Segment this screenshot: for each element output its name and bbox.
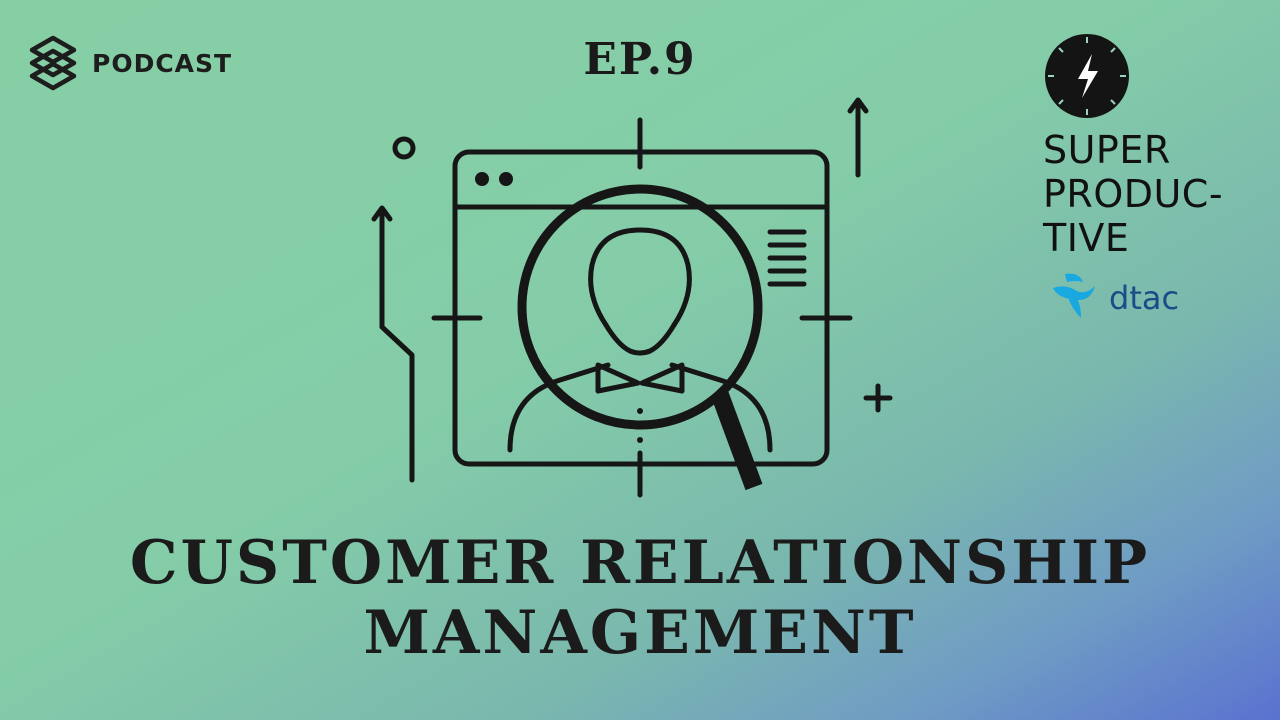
episode-title: CUSTOMER RELATIONSHIP MANAGEMENT [0,528,1280,668]
dtac-label: dtac [1109,279,1180,317]
dtac-logo: dtac [1045,270,1179,326]
title-line-2: MANAGEMENT [363,598,917,668]
sponsor-logo [1043,32,1273,124]
sponsor-line-3: TIVE [1043,216,1130,260]
super-productive-wordmark: SUPER PRODUC- TIVE [1043,128,1223,260]
episode-number: EP.9 [583,34,697,85]
sponsor-line-2: PRODUC- [1043,172,1224,216]
title-line-1: CUSTOMER RELATIONSHIP [129,528,1151,598]
dtac-logo-icon [1045,270,1101,326]
podcast-brand: PODCAST [26,34,232,92]
lightning-clock-icon [1043,34,1131,124]
stacked-layers-icon [26,34,80,92]
customer-search-browser-icon [371,97,893,498]
sponsor-line-1: SUPER [1043,128,1171,172]
podcast-label: PODCAST [92,48,233,78]
